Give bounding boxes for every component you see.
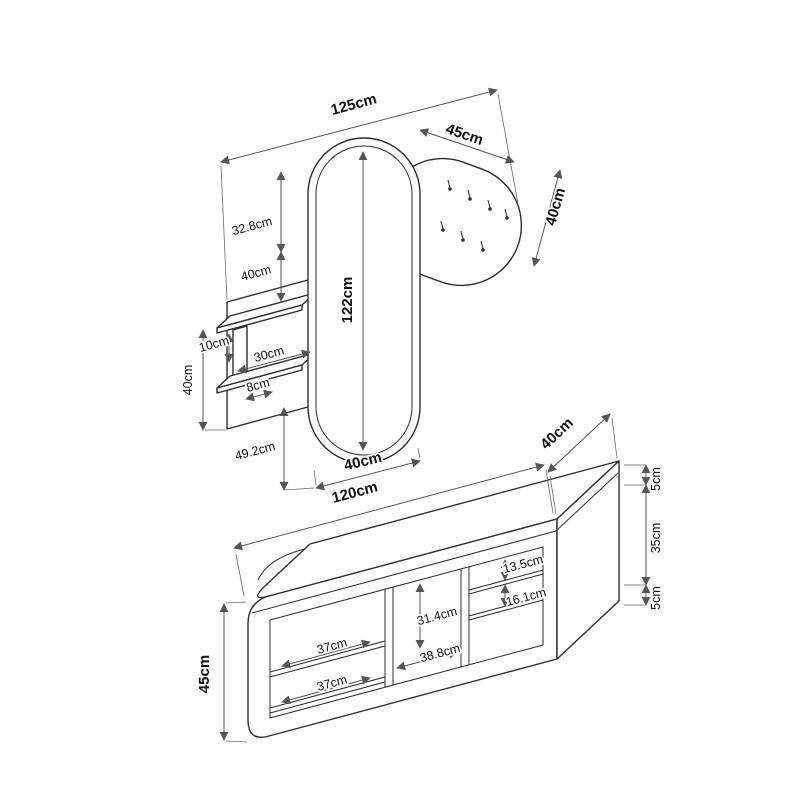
hook-icon: [440, 220, 445, 232]
upper-shelf-edge: [216, 304, 303, 334]
dimension-line-38.8: [396, 649, 458, 671]
dimension-line-45-panel: [419, 128, 515, 164]
hook-icon: [460, 230, 465, 242]
dim-shelf-panel-height: 40cm: [181, 365, 195, 396]
dimension-line-120: [233, 462, 545, 551]
bench-right-shelf-edge: [468, 573, 544, 595]
extension-line: [225, 740, 248, 743]
extension-line: [417, 447, 421, 459]
dim-upper-offset: 40cm: [239, 262, 272, 283]
bench-lid-line: [251, 472, 619, 614]
dim-base-thickness: 5cm: [649, 586, 663, 610]
dim-lower-offset: 49.2cm: [233, 439, 276, 463]
upper-unit: [216, 137, 523, 464]
dimensions: [198, 87, 651, 743]
extension-line: [549, 475, 557, 515]
dim-bench-height: 45cm: [196, 655, 213, 693]
hook-icon: [467, 189, 472, 201]
hook-icon: [480, 240, 485, 252]
dimension-line-37-bottom: [281, 675, 371, 705]
hook-icon: [487, 199, 492, 211]
coat-hooks: [440, 179, 509, 252]
bench-rounded-corner-line: [257, 548, 306, 581]
dimension-line-30: [237, 349, 311, 374]
mirror-frame: [307, 137, 421, 464]
extension-line: [225, 601, 247, 604]
oval-mirror: [307, 137, 421, 464]
hook-icon: [447, 179, 452, 191]
hook-icon: [504, 208, 509, 220]
extension-line: [611, 417, 618, 459]
dim-opening-height: 35cm: [649, 523, 663, 554]
dimension-line-40-depth: [547, 413, 611, 473]
dimension-line-37-top: [281, 639, 371, 669]
dim-shelf-clearance: 10cm: [197, 333, 230, 354]
bench-opening: [269, 546, 544, 719]
extension-line: [283, 487, 315, 491]
dim-overall-width: 125cm: [329, 90, 379, 119]
dimension-line-8: [245, 389, 273, 402]
dim-bench-depth: 40cm: [537, 414, 577, 453]
dimension-line-40-panel: [531, 169, 563, 267]
bench-right-face: [556, 460, 620, 660]
dim-hook-panel-height: 40cm: [542, 186, 569, 228]
extension-line: [545, 469, 554, 514]
extension-line: [313, 469, 317, 486]
dimension-line-125: [220, 87, 498, 165]
extension-line: [235, 553, 245, 597]
dim-mirror-height: 122cm: [339, 277, 356, 324]
dim-mirror-top-offset: 32.8cm: [230, 214, 273, 238]
extension-line: [220, 165, 228, 301]
dim-top-thickness: 5cm: [649, 467, 663, 491]
bench-right-shelf-edge: [468, 599, 544, 621]
